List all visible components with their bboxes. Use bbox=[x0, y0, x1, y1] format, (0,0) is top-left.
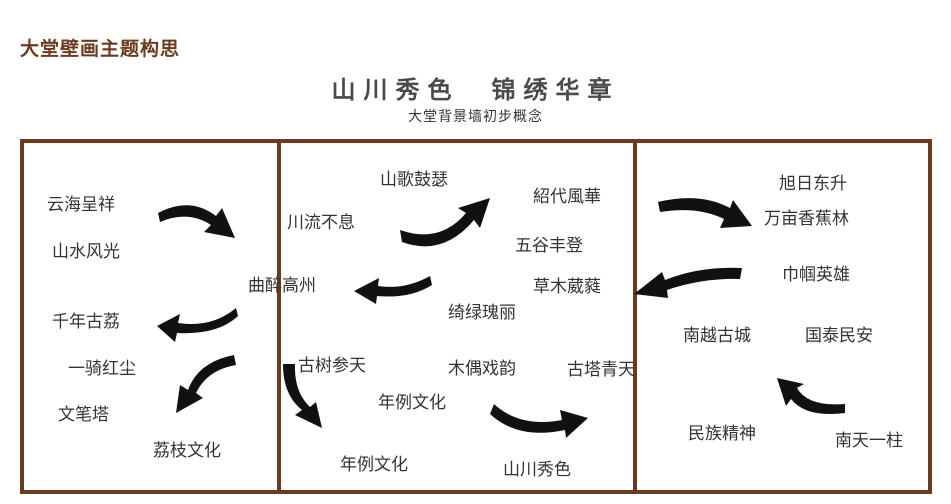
label-jinguo: 巾帼英雄 bbox=[782, 265, 850, 285]
page-title: 大堂壁画主题构思 bbox=[20, 38, 181, 60]
curved-arrow-icon bbox=[158, 205, 235, 238]
label-shanchuan: 山川秀色 bbox=[503, 460, 571, 480]
curved-arrow-icon bbox=[777, 378, 845, 415]
label-nianli-1: 年例文化 bbox=[378, 393, 446, 413]
label-qilv: 绮绿瑰丽 bbox=[448, 303, 516, 323]
panel-divider-left bbox=[277, 139, 281, 494]
label-shange: 山歌鼓瑟 bbox=[380, 170, 448, 190]
label-wanmu: 万亩香蕉林 bbox=[764, 209, 849, 229]
label-guta: 古塔青天 bbox=[567, 360, 635, 380]
curved-arrow-icon bbox=[283, 364, 322, 428]
subtitle: 大堂背景墙初步概念 bbox=[408, 109, 543, 125]
label-gushu: 古树参天 bbox=[298, 356, 366, 376]
label-xuri: 旭日东升 bbox=[779, 174, 847, 194]
label-qiannian: 千年古荔 bbox=[52, 312, 120, 332]
curved-arrow-icon bbox=[658, 198, 752, 228]
label-quzui: 曲醉高州 bbox=[248, 276, 316, 296]
curved-arrow-icon bbox=[354, 276, 432, 304]
label-minzu: 民族精神 bbox=[688, 424, 756, 444]
label-shanshui: 山水风光 bbox=[52, 242, 120, 262]
panel-divider-right bbox=[633, 139, 637, 494]
label-caomu: 草木葳蕤 bbox=[533, 277, 601, 297]
label-nantian: 南天一柱 bbox=[835, 431, 903, 451]
label-yunhai: 云海呈祥 bbox=[47, 195, 115, 215]
mural-frame bbox=[20, 139, 932, 494]
curved-arrow-icon bbox=[490, 404, 588, 438]
label-lizhi: 荔枝文化 bbox=[153, 441, 221, 461]
label-wugu: 五谷丰登 bbox=[515, 236, 583, 256]
label-shaodai: 紹代風華 bbox=[533, 187, 601, 207]
main-title: 山川秀色 锦绣华章 bbox=[331, 76, 620, 104]
label-chuanliu: 川流不息 bbox=[287, 213, 355, 233]
label-wenbita: 文笔塔 bbox=[58, 405, 109, 425]
label-muou: 木偶戏韵 bbox=[448, 359, 516, 379]
curved-arrow-icon bbox=[400, 198, 490, 247]
label-nianli-2: 年例文化 bbox=[340, 455, 408, 475]
label-nanyue: 南越古城 bbox=[683, 326, 751, 346]
curved-arrow-icon bbox=[176, 355, 236, 413]
curved-arrow-icon bbox=[157, 308, 238, 342]
label-yiqi: 一骑红尘 bbox=[68, 359, 136, 379]
label-guotai: 国泰民安 bbox=[805, 326, 873, 346]
curved-arrow-icon bbox=[634, 267, 742, 298]
